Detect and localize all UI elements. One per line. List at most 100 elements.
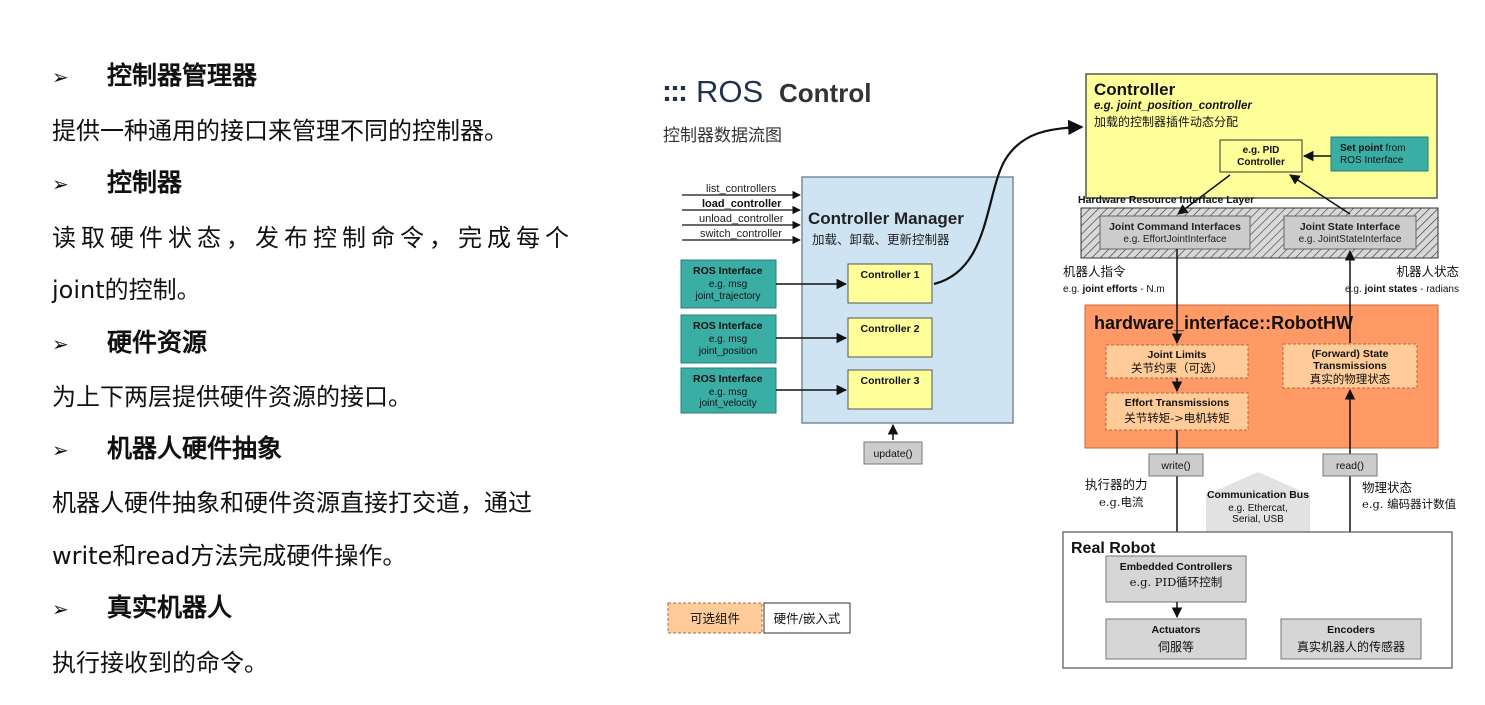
physical-state-label: 物理状态 [1362, 480, 1412, 495]
robot-command-label: 机器人指令 [1063, 264, 1126, 279]
effort-trans-subtitle: 关节转矩->电机转矩 [1124, 411, 1230, 425]
eg-unit: - radians [1417, 284, 1459, 295]
communication-bus-shape [1206, 472, 1310, 548]
section-heading-robot-hw: ➢机器人硬件抽象 [52, 434, 283, 463]
pid-controller-box: e.g. PID Controller [1219, 139, 1303, 173]
service-list: list_controllers load_controller unload_… [682, 183, 801, 245]
controller-1-box: Controller 1 [847, 263, 933, 304]
actuator-force-label: 执行器的力 [1085, 477, 1148, 492]
section-heading-controller-manager: ➢控制器管理器 [52, 61, 258, 90]
setpoint-bold: Set point [1340, 143, 1383, 154]
section-text: 读取硬件状态，发布控制命令，完成每个 [52, 224, 574, 252]
joint-limits-subtitle: 关节约束（可选） [1131, 361, 1223, 375]
eg-bold: joint states [1364, 284, 1418, 295]
legend-optional-label: 可选组件 [690, 611, 740, 626]
actuators-title: Actuators [1151, 624, 1200, 636]
ros-interface-1: ROS Interface e.g. msg joint_trajectory [680, 259, 777, 309]
section-text: 执行接收到的命令。 [52, 649, 268, 677]
controller-3-box: Controller 3 [847, 369, 933, 410]
arrow-bullet-icon: ➢ [52, 172, 69, 196]
ros-interface-line: e.g. msg [709, 334, 747, 345]
joint-state-interface-box: Joint State Interface e.g. JointStateInt… [1283, 215, 1417, 250]
arrow-bullet-icon: ➢ [52, 438, 69, 462]
controller-label: Controller 2 [861, 323, 920, 335]
state-trans-title: Transmissions [1313, 360, 1387, 372]
read-box: read() [1322, 453, 1378, 477]
ros-interface-line: joint_velocity [698, 398, 756, 409]
encoders-title: Encoders [1327, 624, 1375, 636]
comm-bus-example: Serial, USB [1232, 514, 1284, 525]
section-heading-controller: ➢控制器 [52, 168, 183, 197]
write-box: write() [1148, 453, 1204, 477]
service-switch-controller: switch_controller [700, 228, 782, 240]
controller-manager-title: Controller Manager [808, 209, 964, 228]
section-text: 机器人硬件抽象和硬件资源直接打交道，通过 [52, 489, 532, 517]
text-column: ➢控制器管理器 提供一种通用的接口来管理不同的控制器。 ➢控制器 读取硬件状态，… [0, 0, 650, 705]
jci-title: Joint Command Interfaces [1109, 221, 1241, 233]
pid-label: Controller [1237, 157, 1285, 168]
robot-state-label: 机器人状态 [1396, 264, 1459, 279]
state-trans-title: (Forward) State [1311, 348, 1388, 360]
embedded-subtitle: e.g. PID循环控制 [1130, 575, 1223, 589]
flow-arrow [1289, 174, 1351, 215]
comm-bus-title: Communication Bus [1207, 489, 1309, 501]
effort-trans-title: Effort Transmissions [1125, 397, 1230, 409]
eg-unit: - N.m [1137, 284, 1164, 295]
jsi-title: Joint State Interface [1300, 221, 1401, 233]
state-trans-subtitle: 真实的物理状态 [1310, 372, 1391, 386]
actuator-force-example: e.g.电流 [1099, 495, 1144, 509]
ros-interface-line: e.g. msg [709, 387, 747, 398]
ros-logo-control: Control [779, 78, 871, 108]
controller-label: Controller 1 [861, 269, 920, 281]
joint-limits-title: Joint Limits [1148, 349, 1207, 361]
setpoint-rest: from [1383, 143, 1406, 154]
service-load-controller: load_controller [702, 198, 782, 210]
load-controller-arrow [933, 119, 1084, 286]
pid-label: e.g. PID [1243, 145, 1280, 156]
ros-logo-text: ROS [696, 74, 763, 109]
section-text: write和read方法完成硬件操作。 [52, 542, 407, 570]
diagram-subtitle: 控制器数据流图 [663, 126, 782, 146]
ros-logo-dots: ::: [662, 75, 686, 108]
service-list-controllers: list_controllers [706, 183, 777, 195]
update-label: update() [873, 448, 912, 460]
hri-layer-label: Hardware Resource Interface Layer [1078, 194, 1254, 206]
controller-box [1085, 73, 1438, 199]
section-heading-real-robot: ➢真实机器人 [52, 593, 233, 622]
section-text: joint的控制。 [52, 276, 201, 304]
arrow-bullet-icon: ➢ [52, 332, 69, 356]
ros-interface-title: ROS Interface [693, 265, 763, 277]
controller-title: Controller [1094, 80, 1176, 99]
real-robot-title: Real Robot [1071, 540, 1156, 557]
encoders-box: Encoders 真实机器人的传感器 [1280, 618, 1422, 660]
section-text: 提供一种通用的接口来管理不同的控制器。 [52, 117, 508, 145]
actuators-box: Actuators 伺服等 [1105, 618, 1247, 660]
service-unload-controller: unload_controller [699, 213, 784, 225]
controller-manager-subtitle: 加载、卸载、更新控制器 [812, 232, 950, 247]
jci-example: e.g. EffortJointInterface [1123, 234, 1227, 245]
ros-interface-line: joint_trajectory [694, 291, 760, 302]
ros-interface-title: ROS Interface [693, 373, 763, 385]
eg-prefix: e.g. [1345, 284, 1364, 295]
joint-limits-box: Joint Limits 关节约束（可选） [1105, 344, 1249, 379]
controller-label: Controller 3 [861, 375, 920, 387]
joint-command-interfaces-box: Joint Command Interfaces e.g. EffortJoin… [1099, 215, 1251, 250]
setpoint-line: ROS Interface [1340, 155, 1404, 166]
section-text: 为上下两层提供硬件资源的接口。 [52, 383, 412, 411]
jsi-example: e.g. JointStateInterface [1299, 234, 1402, 245]
controller-subtitle: 加载的控制器插件动态分配 [1094, 114, 1238, 129]
write-label: write() [1160, 460, 1190, 472]
legend-hardware-label: 硬件/嵌入式 [774, 611, 841, 626]
read-label: read() [1336, 460, 1364, 472]
state-transmissions-box: (Forward) State Transmissions 真实的物理状态 [1282, 343, 1418, 389]
ros-interface-line: e.g. msg [709, 279, 747, 290]
setpoint-box: Set point from ROS Interface [1330, 136, 1429, 172]
ros-interface-3: ROS Interface e.g. msg joint_velocity [680, 367, 777, 414]
section-heading-hardware-resource: ➢硬件资源 [52, 328, 208, 357]
ros-interface-2: ROS Interface e.g. msg joint_position [680, 314, 777, 364]
actuators-subtitle: 伺服等 [1158, 640, 1194, 654]
embedded-controllers-box: Embedded Controllers e.g. PID循环控制 [1105, 555, 1247, 603]
effort-transmissions-box: Effort Transmissions 关节转矩->电机转矩 [1105, 392, 1249, 431]
robothw-title: hardware_interface::RobotHW [1094, 313, 1353, 333]
